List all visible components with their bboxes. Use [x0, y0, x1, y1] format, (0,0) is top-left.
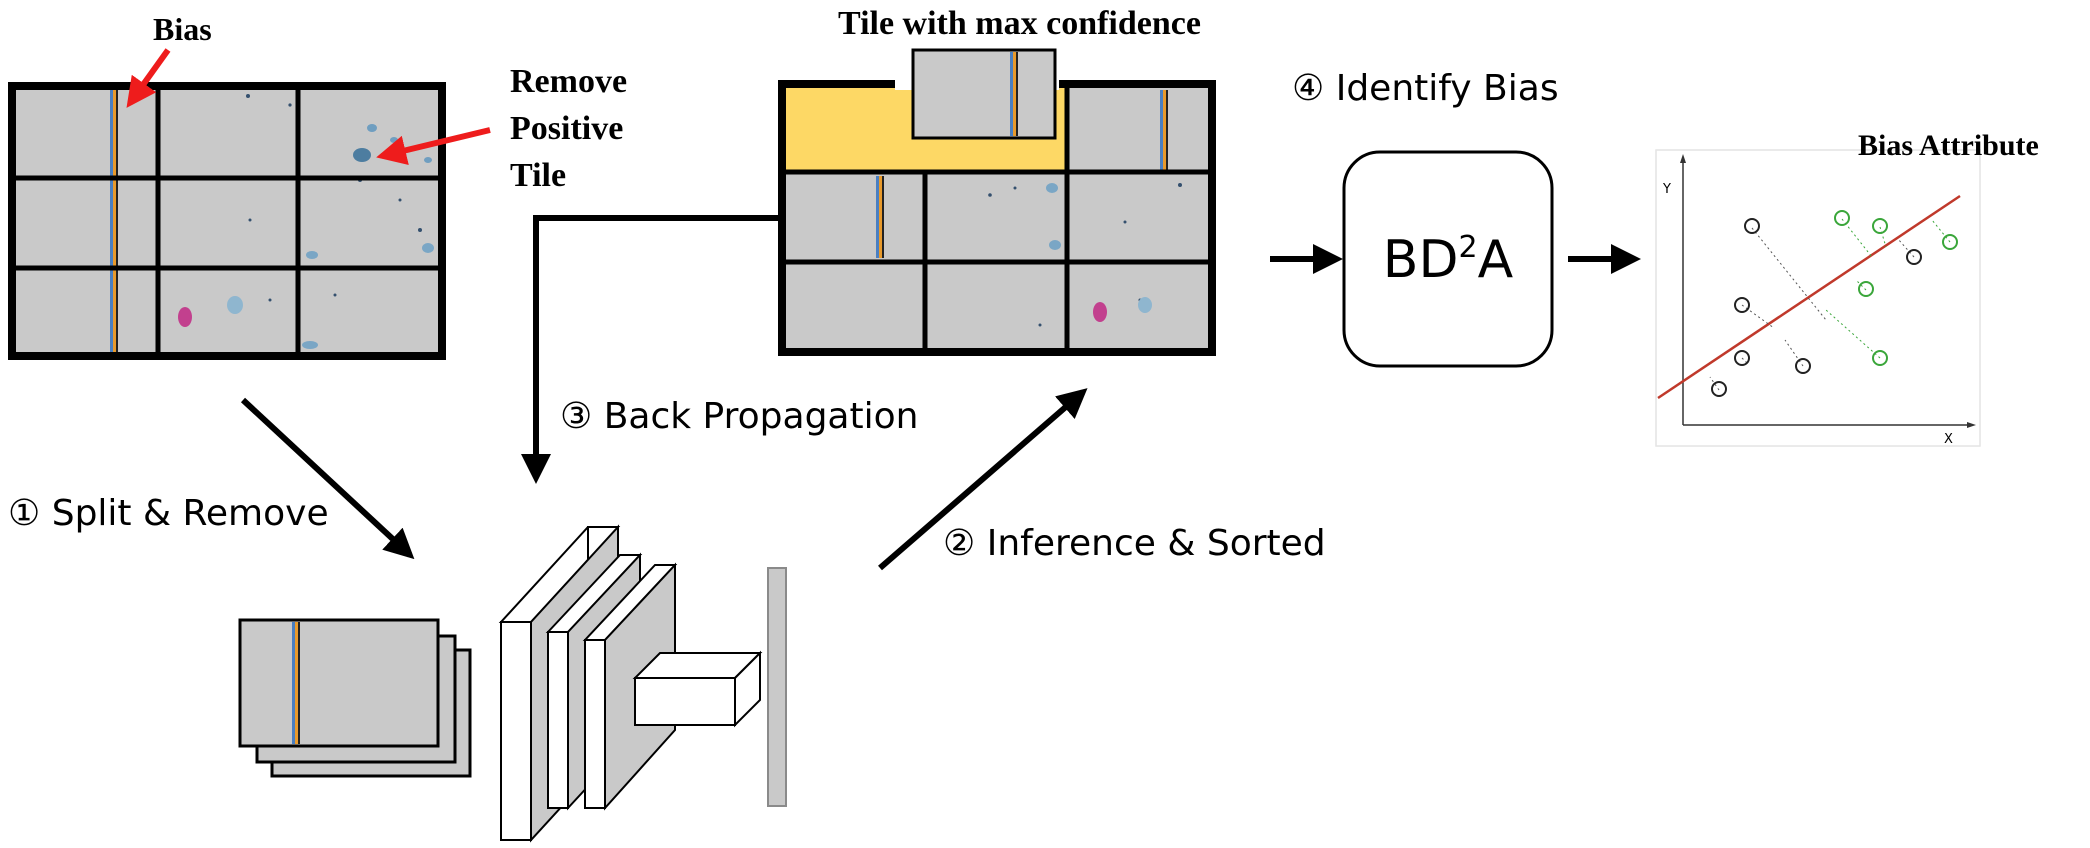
bias-attribute-plot: Y X: [1655, 149, 1981, 447]
step3-arrow: [521, 215, 780, 484]
bias-stripe: [110, 90, 118, 352]
bias-attribute-label: Bias Attribute: [1858, 129, 2039, 162]
dark-point-group: [1711, 218, 1922, 397]
step1-label: ① Split & Remove: [8, 493, 329, 534]
plot-frame: [1655, 149, 1981, 447]
max-confidence-tile: [911, 48, 1057, 140]
step2-arrow: [878, 388, 1088, 571]
tile-max-confidence-label: Tile with max confidence: [838, 5, 1201, 42]
bd2a-main: BD: [1383, 230, 1459, 290]
stacked-tile-front: [238, 618, 440, 748]
remove-positive-arrow: [376, 127, 491, 165]
regression-line: [1657, 194, 1961, 400]
remove-positive-label-line2: Positive: [510, 110, 623, 147]
plot-axis-x-label: X: [1944, 432, 1953, 447]
bd2a-label: BD2A: [1383, 230, 1514, 290]
step3-label: ③ Back Propagation: [560, 396, 918, 437]
bd2a-sup: 2: [1459, 230, 1478, 265]
cnn-layer-2: [547, 631, 569, 809]
cnn-layer-3: [584, 639, 606, 809]
projection-lines-green: [1825, 218, 1951, 359]
bd2a-box: [1342, 150, 1554, 368]
split-tile-stack: [238, 618, 472, 778]
plot-axis-y-label: Y: [1662, 182, 1671, 197]
sorted-tile-grid: [778, 48, 1216, 356]
bias-arrow: [126, 48, 171, 108]
cnn-model: [498, 524, 787, 843]
bd2a-tail: A: [1478, 230, 1514, 290]
grid-background: [12, 86, 442, 356]
remove-positive-label-line3: Tile: [510, 157, 566, 194]
cnn-output-layer: [767, 567, 787, 807]
bias-label: Bias: [153, 11, 212, 47]
step2-label: ② Inference & Sorted: [943, 523, 1326, 564]
remove-positive-label-line1: Remove: [510, 63, 627, 100]
step4-label: ④ Identify Bias: [1292, 68, 1559, 109]
grid-border: [8, 82, 446, 360]
green-point-group: [1834, 210, 1958, 366]
source-tile-grid: [8, 82, 446, 360]
step1-arrow: [240, 397, 415, 560]
cell-specks: [246, 94, 422, 302]
